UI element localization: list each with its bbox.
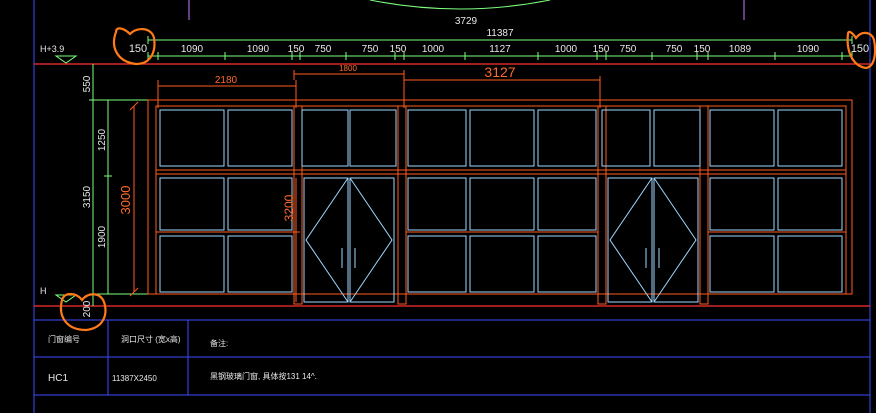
dim-outer-top: 550 (82, 75, 93, 92)
glass-pane (469, 109, 535, 167)
dim-outer-bottom: 200 (82, 300, 93, 317)
upper-dim-3127: 3127 (484, 64, 515, 80)
schedule-row-size: 11387X2450 (112, 374, 157, 383)
schedule-row-note: 黑钢玻璃门窗, 具体按131 14^. (210, 371, 317, 381)
glass-pane (469, 177, 535, 231)
glass-pane (159, 109, 225, 167)
schedule-header-note: 备注: (210, 338, 228, 348)
top-arc-label: 3729 (455, 16, 478, 27)
segment-label: 1000 (422, 44, 445, 55)
storefront-elevation: 3200 (147, 99, 853, 305)
segment-label: 150 (129, 43, 147, 55)
opening-height-dim (129, 101, 139, 297)
sheet-border (33, 0, 871, 413)
level-top-label: H+3.9 (40, 44, 64, 54)
glass-pane (407, 177, 467, 231)
glass-pane (227, 235, 293, 293)
segment-label: 1000 (555, 44, 578, 55)
glass-pane (777, 235, 843, 293)
schedule-header-code: 门窗编号 (48, 334, 80, 344)
glass-pane (537, 177, 597, 231)
segment-label: 1090 (797, 44, 820, 55)
segment-label: 150 (694, 44, 711, 55)
left-dim-lines (89, 64, 148, 306)
level-bottom-label: H (40, 286, 47, 296)
segment-label: 750 (666, 44, 683, 55)
segment-label: 1090 (247, 44, 270, 55)
glass-pane (159, 235, 225, 293)
segment-label: 1089 (729, 44, 752, 55)
schedule-header-size: 洞口尺寸 (宽x高) (121, 334, 181, 344)
glass-pane (407, 235, 467, 293)
glass-pane (159, 177, 225, 231)
segment-label: 150 (593, 44, 610, 55)
glass-pane (601, 109, 651, 167)
segment-label: 1090 (181, 44, 204, 55)
segment-label: 150 (288, 44, 305, 55)
glass-pane (709, 177, 775, 231)
segment-label: 750 (620, 44, 637, 55)
door-right (607, 177, 699, 303)
opening-height-label: 3000 (118, 186, 133, 215)
glass-pane (537, 235, 597, 293)
glass-pane (469, 235, 535, 293)
glass-pane (349, 109, 397, 167)
highlight-marks (59, 27, 876, 332)
door-height-label: 3200 (282, 194, 296, 221)
glass-pane (301, 109, 349, 167)
upper-dim-lines (157, 70, 601, 108)
segment-labels: 150 1090 1090 150 750 750 150 1000 1127 1000 150 75… (129, 43, 869, 55)
glass-pane (709, 235, 775, 293)
dim-outer-total: 3150 (82, 185, 93, 208)
segment-label: 750 (362, 44, 379, 55)
glass-pane (407, 109, 467, 167)
glass-pane (777, 109, 843, 167)
segment-label: 750 (315, 44, 332, 55)
dim-inner-bottom: 1900 (97, 225, 108, 248)
level-top-symbol (54, 55, 78, 64)
glass-pane (709, 109, 775, 167)
glass-pane (227, 177, 293, 231)
glass-pane (227, 109, 293, 167)
dim-inner-top: 1250 (97, 128, 108, 151)
overall-dim-line (147, 36, 853, 44)
segment-label: 1127 (489, 44, 511, 55)
schedule-row-code: HC1 (48, 373, 68, 384)
door-left (303, 177, 395, 303)
upper-dim-2180: 2180 (215, 75, 238, 86)
overall-width-label: 11387 (486, 28, 514, 39)
top-arc (369, 0, 551, 10)
glass-pane (777, 177, 843, 231)
upper-dim-1800: 1800 (339, 64, 357, 73)
glass-pane (653, 109, 701, 167)
segment-label: 150 (390, 44, 407, 55)
segment-label: 150 (851, 43, 869, 55)
glass-pane (537, 109, 597, 167)
